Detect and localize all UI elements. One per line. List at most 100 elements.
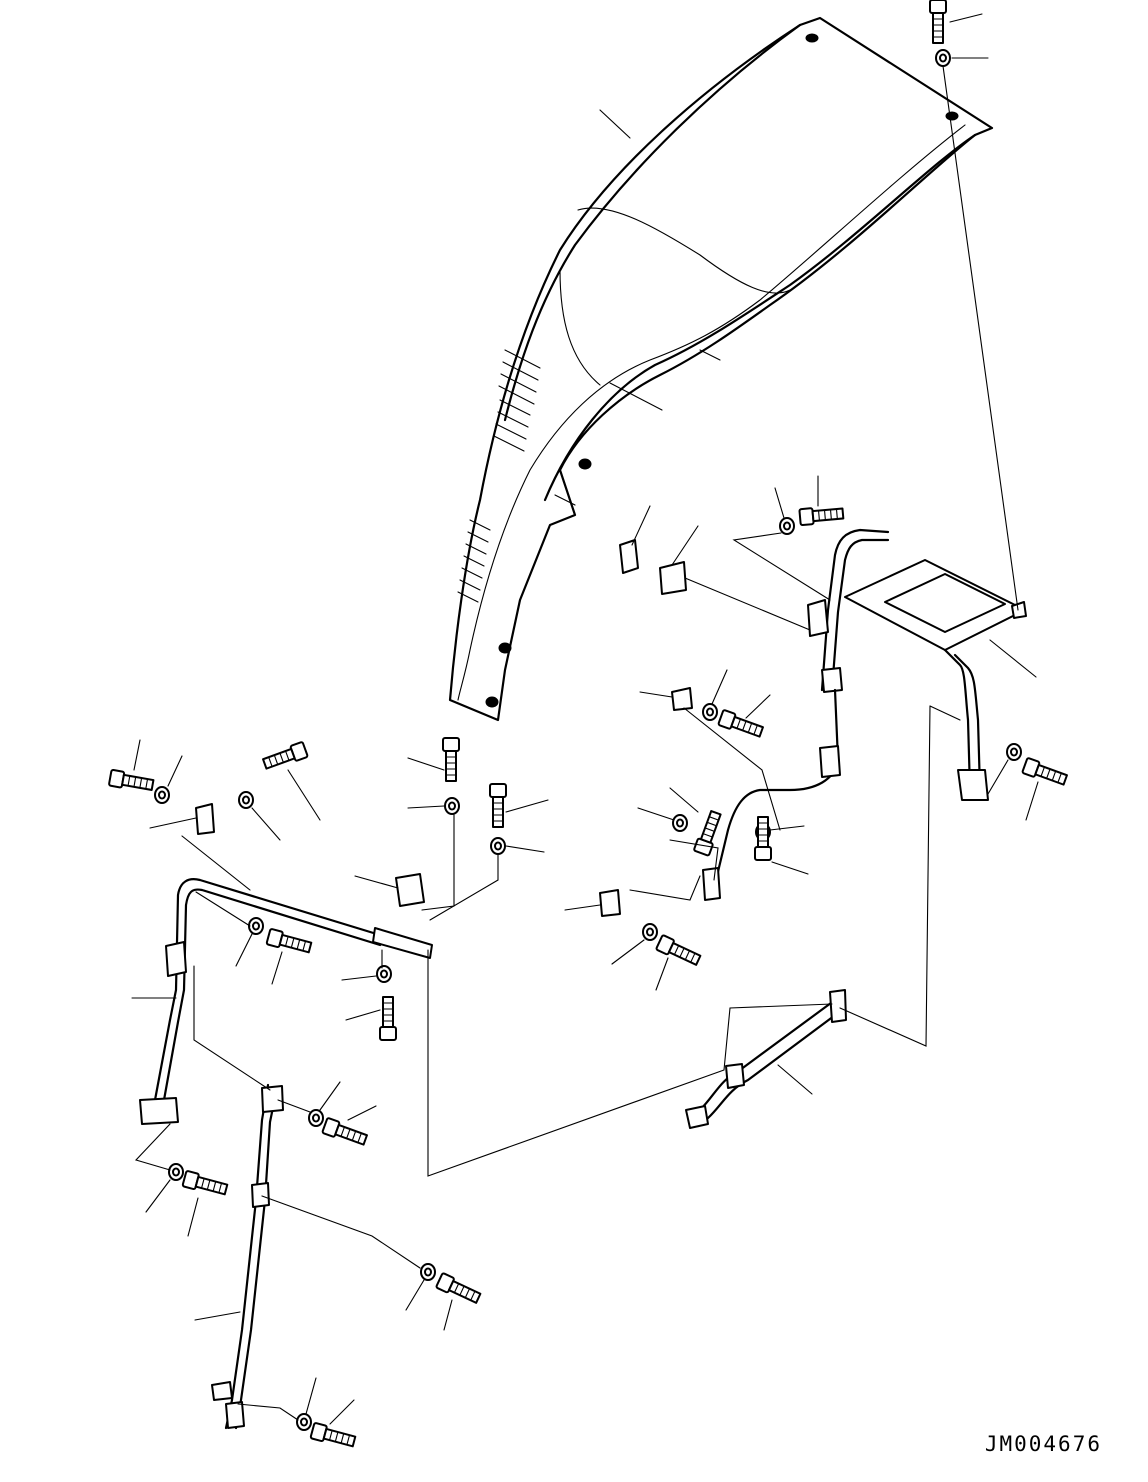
bolt <box>929 0 947 44</box>
washer <box>935 49 951 67</box>
fender-leader <box>599 109 631 139</box>
washer <box>1006 743 1022 761</box>
fender-hole <box>498 642 512 654</box>
washer <box>168 1163 184 1181</box>
rear-bracket-clip <box>807 599 829 637</box>
washer <box>490 837 506 855</box>
cushion-block-body <box>395 873 425 907</box>
clamp-bracket-small <box>639 687 693 711</box>
assembly-lines <box>134 65 1019 1421</box>
right-stay-top <box>829 989 847 1023</box>
clamp-bracket-leader <box>671 525 699 566</box>
bolt <box>107 768 155 794</box>
front-stay-tube <box>224 1083 270 1430</box>
fender-outline <box>448 16 994 722</box>
fender-inner-edge <box>543 133 977 502</box>
bolt <box>265 927 314 957</box>
washer <box>308 1109 324 1127</box>
clamp-bracket-left <box>149 803 215 835</box>
block-pad-leader <box>631 505 651 546</box>
fender-seams <box>554 349 721 506</box>
fender-hole <box>805 33 819 43</box>
fasteners <box>107 0 1069 1451</box>
fender-panel-curve <box>559 269 601 386</box>
bolt <box>754 816 772 861</box>
bolt <box>654 933 703 969</box>
fender-stay-right <box>685 989 847 1129</box>
fender-stay-front <box>194 1083 284 1430</box>
front-stay-top <box>261 1085 284 1113</box>
bolt <box>798 504 845 527</box>
bolt <box>261 740 309 773</box>
left-stay-tube-inner <box>162 888 382 1102</box>
left-stay-foot <box>139 1097 179 1125</box>
bolt <box>379 996 397 1041</box>
fender-vent-upper <box>493 349 541 452</box>
rear-bracket-plate <box>884 573 1006 633</box>
mid-clamp-body <box>599 889 621 917</box>
bolt <box>489 783 507 828</box>
left-clamp-leader <box>149 817 197 829</box>
right-stay-clip <box>725 1063 745 1089</box>
small-clamp-body <box>671 687 693 711</box>
cushion-block <box>354 873 425 907</box>
clamp-bracket-body <box>659 561 687 595</box>
block-pad <box>619 505 651 574</box>
cushion-block-leader <box>354 875 399 889</box>
bolt <box>309 1421 358 1451</box>
mid-clamp-leader <box>564 904 601 911</box>
washer <box>779 517 795 535</box>
washer <box>238 791 254 809</box>
left-stay-clip <box>165 941 187 977</box>
right-stay-tube-inner <box>696 1008 844 1128</box>
fender-ridge-line <box>457 124 966 701</box>
clamp-bracket-mid <box>564 889 621 917</box>
fender-hole <box>578 458 592 470</box>
washer <box>248 917 264 935</box>
fender-hole <box>485 696 499 708</box>
fender <box>448 16 994 722</box>
right-stay-leader <box>777 1064 813 1095</box>
right-stay-tube <box>688 998 837 1122</box>
right-stay-foot <box>685 1105 709 1129</box>
bolt <box>692 809 725 857</box>
fender-vent-lower <box>457 519 491 603</box>
block-pad-body <box>619 539 639 574</box>
bolt <box>717 708 765 741</box>
front-stay-clip <box>251 1182 270 1208</box>
left-clamp-body <box>195 803 215 835</box>
small-clamp-leader <box>639 691 673 698</box>
clamp-bracket <box>659 525 699 595</box>
bolt <box>321 1116 369 1149</box>
rear-bracket-leg <box>943 648 972 792</box>
front-stay-leader <box>194 1311 241 1321</box>
drawing-reference-code: JM004676 <box>984 1432 1102 1456</box>
rear-bracket-mount <box>821 667 843 693</box>
fender-panel-arc <box>577 207 791 294</box>
rear-bracket-tab <box>1011 601 1027 619</box>
rear-bracket-leader <box>989 639 1037 678</box>
bolt <box>442 737 460 782</box>
fender-hole <box>945 111 959 121</box>
washer <box>154 786 170 804</box>
bolt <box>434 1271 483 1307</box>
washer <box>296 1413 312 1431</box>
washer <box>376 965 392 983</box>
washer <box>444 797 460 815</box>
fender-bracket-rear <box>702 528 1037 901</box>
rear-bracket-end <box>702 867 721 901</box>
rear-bracket-lower-clip <box>819 745 841 778</box>
fender-stay-left <box>131 878 433 1125</box>
washer <box>672 814 688 832</box>
bolt <box>181 1169 230 1199</box>
rear-bracket-foot <box>957 769 989 801</box>
rear-bracket-leg-inner <box>953 653 982 792</box>
bolt <box>1021 756 1069 789</box>
front-stay-tab <box>211 1381 233 1401</box>
front-stay-foot <box>225 1401 245 1429</box>
rear-bracket-tube-inner <box>830 538 890 692</box>
left-stay-tip <box>372 927 433 959</box>
washer <box>642 923 658 941</box>
washer <box>702 703 718 721</box>
